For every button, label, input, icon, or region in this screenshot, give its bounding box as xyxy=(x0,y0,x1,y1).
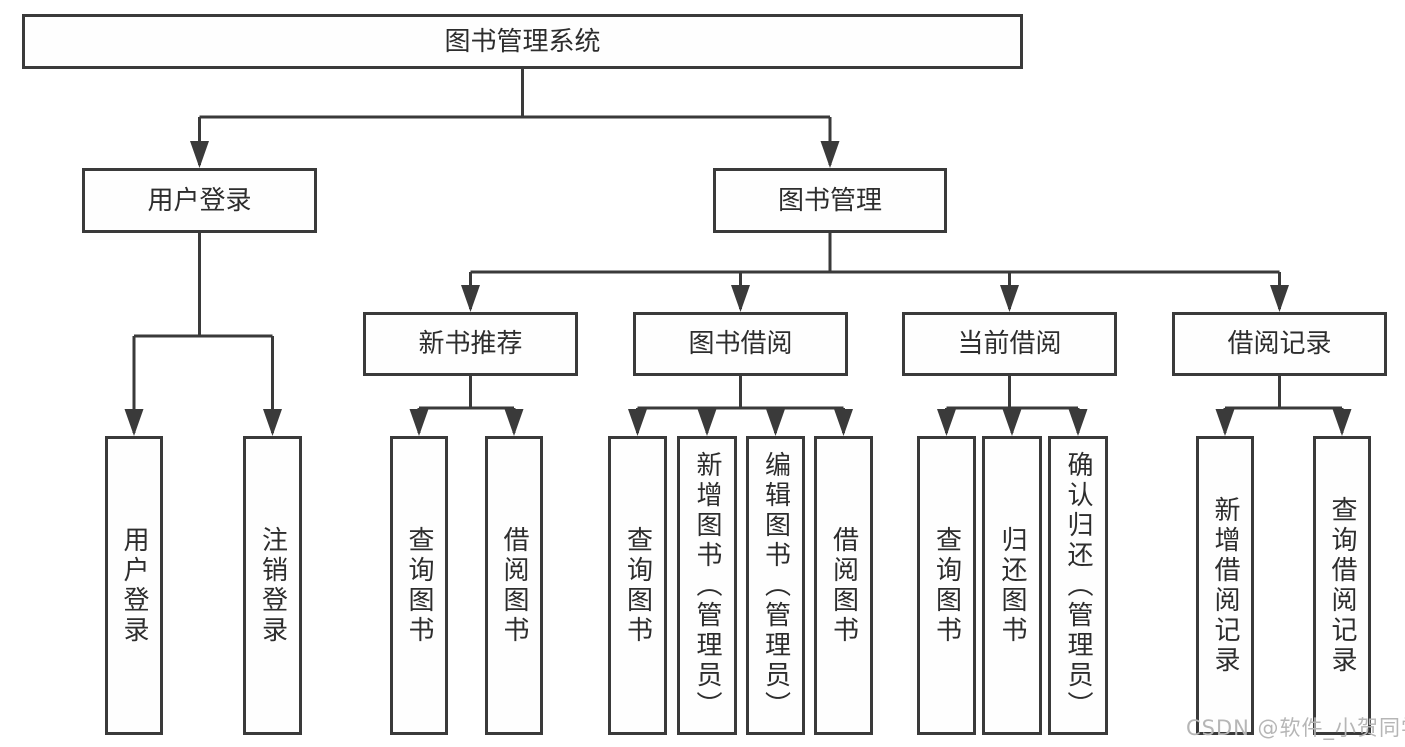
arrowhead xyxy=(731,285,750,312)
node-root-system: 图书管理系统 xyxy=(22,14,1023,69)
arrowhead xyxy=(1002,409,1022,436)
leaf-add-borrow-record: 新增借阅记录 xyxy=(1196,436,1254,735)
node-label: 查询图书 xyxy=(931,525,962,646)
leaf-logout: 注销登录 xyxy=(243,436,302,735)
node-label: 用户登录 xyxy=(147,185,252,216)
arrowhead xyxy=(1000,285,1019,312)
node-user-login: 用户登录 xyxy=(82,168,317,233)
leaf-user-login: 用户登录 xyxy=(105,436,163,735)
arrowhead xyxy=(937,409,956,436)
connector-book-mgmt-to-level2 xyxy=(469,233,1281,309)
node-label: 查询借阅记录 xyxy=(1327,495,1357,676)
node-label: 图书管理 xyxy=(777,185,882,216)
leaf-borrow-books: 借阅图书 xyxy=(814,436,873,735)
connector-root-to-level1 xyxy=(198,69,832,165)
arrowhead xyxy=(190,141,209,168)
connector-user-login-to-children xyxy=(132,233,274,433)
node-new-book-recommend: 新书推荐 xyxy=(363,312,578,376)
node-book-management: 图书管理 xyxy=(713,168,947,233)
node-label: 新增图书（管理员） xyxy=(692,450,722,721)
arrowhead xyxy=(1332,409,1352,436)
connector-borrow-record-to-children xyxy=(1223,376,1344,433)
leaf-edit-books-admin: 编辑图书（管理员） xyxy=(746,436,805,735)
node-label: 图书借阅 xyxy=(688,329,793,359)
arrowhead xyxy=(697,409,717,436)
node-label: 用户登录 xyxy=(119,525,149,646)
arrowhead xyxy=(124,409,144,436)
node-label: 借阅记录 xyxy=(1227,329,1332,359)
leaf-query-borrow-record: 查询借阅记录 xyxy=(1313,436,1371,735)
node-label: 借阅图书 xyxy=(828,525,859,646)
arrowhead xyxy=(834,409,853,436)
arrowhead xyxy=(1215,409,1235,436)
node-label: 新增借阅记录 xyxy=(1210,495,1240,676)
node-label: 当前借阅 xyxy=(957,329,1062,359)
arrowhead xyxy=(766,409,785,436)
leaf-query-books-borrow: 查询图书 xyxy=(608,436,667,735)
connector-book-borrow-to-children xyxy=(636,376,845,433)
arrowhead xyxy=(461,285,480,312)
arrowhead xyxy=(820,141,840,168)
arrowhead xyxy=(504,409,524,436)
leaf-add-books-admin: 新增图书（管理员） xyxy=(677,436,737,735)
connector-new-book-to-children xyxy=(417,376,516,433)
arrowhead xyxy=(628,409,647,436)
arrowhead xyxy=(1270,285,1289,312)
node-label: 注销登录 xyxy=(257,525,288,646)
node-book-borrow: 图书借阅 xyxy=(633,312,848,376)
node-borrow-records: 借阅记录 xyxy=(1172,312,1387,376)
node-label: 借阅图书 xyxy=(499,525,529,646)
node-label: 查询图书 xyxy=(404,525,434,646)
node-label: 新书推荐 xyxy=(418,329,523,359)
node-label: 编辑图书（管理员） xyxy=(760,450,791,721)
leaf-confirm-return-admin: 确认归还（管理员） xyxy=(1048,436,1108,735)
node-label: 查询图书 xyxy=(622,525,653,646)
leaf-return-books: 归还图书 xyxy=(982,436,1042,735)
node-label: 归还图书 xyxy=(997,525,1027,646)
leaf-query-books-recommend: 查询图书 xyxy=(390,436,448,735)
node-label: 确认归还（管理员） xyxy=(1063,450,1093,721)
node-label: 图书管理系统 xyxy=(444,26,601,57)
csdn-watermark: CSDN @软件_小贺同学 xyxy=(1186,716,1405,740)
leaf-borrow-books-recommend: 借阅图书 xyxy=(485,436,543,735)
node-current-borrow: 当前借阅 xyxy=(902,312,1117,376)
arrowhead xyxy=(409,409,429,436)
arrowhead xyxy=(263,409,282,436)
arrowhead xyxy=(1068,409,1088,436)
leaf-query-books-current: 查询图书 xyxy=(917,436,976,735)
